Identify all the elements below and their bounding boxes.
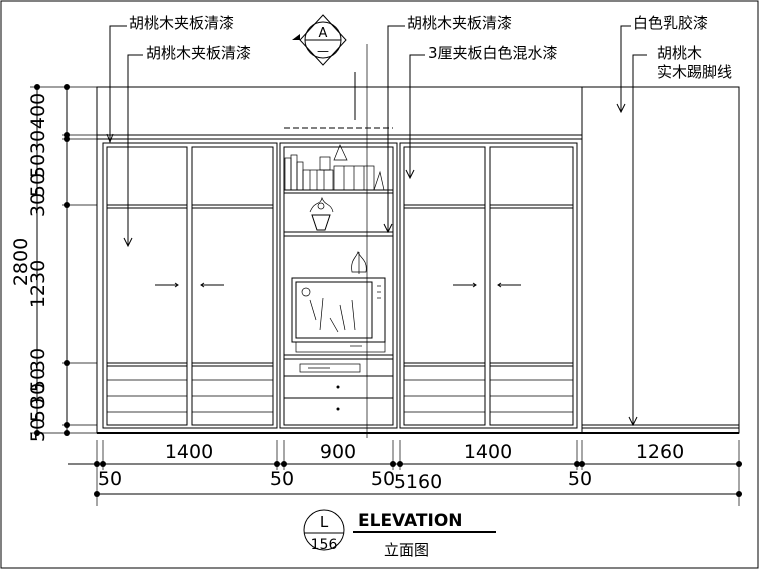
dim-50-b: 50 <box>270 468 294 490</box>
dim-50-low: 50 <box>27 368 49 392</box>
dim-1260: 1260 <box>636 441 684 463</box>
dim-50-d: 50 <box>568 468 592 490</box>
dim-50-mid: 50 <box>27 173 49 197</box>
dim-1230: 1230 <box>27 260 49 308</box>
drawer-knob <box>336 385 340 389</box>
dim-5160: 5160 <box>394 471 442 493</box>
dim-2800: 2800 <box>10 238 32 286</box>
dim-50-bot: 50 <box>27 398 49 422</box>
tv-set <box>291 277 386 353</box>
callout-walnut: 胡桃木 <box>657 44 702 62</box>
title-text: ELEVATION <box>358 511 463 531</box>
dim-50-a: 50 <box>98 468 122 490</box>
dim-30-low: 30 <box>27 348 49 372</box>
dim-1400-left: 1400 <box>165 441 213 463</box>
tv-unit <box>279 72 398 429</box>
dim-1400-right: 1400 <box>464 441 512 463</box>
vcr <box>299 363 361 373</box>
subtitle-text: 立面图 <box>384 541 429 559</box>
tv-plant <box>351 250 367 274</box>
dim-30-top: 30 <box>27 130 49 154</box>
vertical-dimensions: 2800 400 30 50 550 30 50 1230 30 50 530 … <box>10 84 97 442</box>
callout-walnut-lacquer-1: 胡桃木夹板清漆 <box>129 14 234 32</box>
title-circle-bottom: 156 <box>311 537 338 553</box>
books <box>284 144 385 191</box>
section-mark-letter: A <box>319 26 328 41</box>
dim-30-mid: 30 <box>27 193 49 217</box>
vase <box>309 196 334 231</box>
callouts: 胡桃木夹板清漆 胡桃木夹板清漆 胡桃木夹板清漆 3厘夹板白色混水漆 白色乳胶漆 … <box>129 14 732 81</box>
callout-solid-wood-skirting: 实木踢脚线 <box>657 63 732 81</box>
horizontal-dimensions: 1400 900 1400 1260 50 50 50 5160 50 <box>68 440 742 506</box>
right-wardrobe <box>399 142 578 429</box>
title-circle <box>303 509 345 551</box>
callout-walnut-lacquer-3: 胡桃木夹板清漆 <box>407 14 512 32</box>
callout-walnut-lacquer-2: 胡桃木夹板清漆 <box>146 44 251 62</box>
drawer-knob <box>336 407 340 411</box>
leaders <box>106 25 647 438</box>
dim-50-top: 50 <box>27 154 49 178</box>
dim-30-bot: 30 <box>27 383 49 407</box>
title-block: L 156 ELEVATION 立面图 <box>303 509 496 559</box>
section-mark: A — <box>292 14 347 66</box>
dim-900: 900 <box>320 441 356 463</box>
left-wardrobe <box>102 142 278 429</box>
title-circle-top: L <box>320 513 329 531</box>
callout-plywood-white-paint: 3厘夹板白色混水漆 <box>428 44 558 62</box>
dim-400: 400 <box>27 93 49 129</box>
section-mark-sign: — <box>317 44 329 58</box>
dim-50-c: 50 <box>371 468 395 490</box>
dim-50-base: 50 <box>27 418 49 442</box>
elevation-body <box>96 72 740 434</box>
callout-white-latex-paint: 白色乳胶漆 <box>633 14 708 32</box>
